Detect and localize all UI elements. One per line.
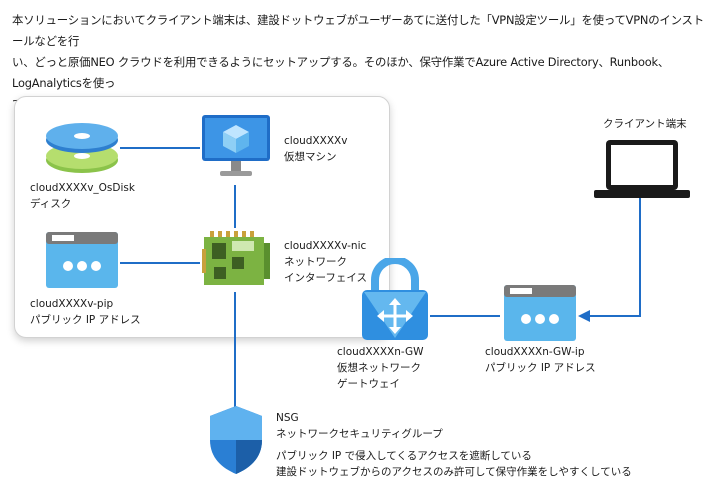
gwip-desc: パブリック IP アドレス bbox=[485, 362, 596, 374]
disk-node bbox=[42, 118, 122, 182]
client-label: クライアント端末 bbox=[603, 118, 687, 130]
virtual-machine-icon bbox=[202, 115, 270, 176]
public-ip-icon bbox=[46, 232, 118, 288]
gwip-node bbox=[502, 283, 578, 347]
nic-node bbox=[202, 229, 272, 295]
nic-name: cloudXXXXv-nic bbox=[284, 240, 367, 252]
vm-desc: 仮想マシン bbox=[284, 151, 337, 163]
disk-icon bbox=[46, 123, 118, 173]
vm-node bbox=[200, 113, 272, 187]
intro-line-2: い、どっと原価NEO クラウドを利用できるようにセットアップする。そのほか、保守… bbox=[12, 55, 670, 90]
pip-name: cloudXXXXv-pip bbox=[30, 298, 114, 310]
gwip-label: cloudXXXXn-GW-ip パブリック IP アドレス bbox=[485, 344, 596, 376]
intro-text: 本ソリューションにおいてクライアント端末は、建設ドットウェブがユーザーあてに送付… bbox=[12, 10, 712, 115]
vm-label: cloudXXXXv 仮想マシン bbox=[284, 133, 347, 165]
pip-desc: パブリック IP アドレス bbox=[30, 314, 141, 326]
pip-label: cloudXXXXv-pip パブリック IP アドレス bbox=[30, 296, 141, 328]
gw-node bbox=[358, 256, 432, 346]
nsg-note-2: 建設ドットウェブからのアクセスのみ許可して保守作業をしやすくしている bbox=[276, 466, 632, 478]
shield-icon bbox=[210, 406, 262, 474]
disk-label: cloudXXXXv_OsDisk ディスク bbox=[30, 180, 135, 212]
client-node bbox=[592, 138, 692, 206]
nic-desc-2: インターフェイス bbox=[284, 272, 368, 284]
nsg-name: NSG bbox=[276, 412, 299, 424]
laptop-icon bbox=[594, 140, 690, 198]
arrow-head bbox=[578, 310, 590, 322]
vpn-gateway-icon bbox=[362, 256, 428, 340]
public-ip-icon bbox=[504, 285, 576, 341]
nsg-notes: パブリック IP で侵入してくるアクセスを遮断している 建設ドットウェブからのア… bbox=[276, 448, 632, 480]
gw-name: cloudXXXXn-GW bbox=[337, 346, 424, 358]
gwip-name: cloudXXXXn-GW-ip bbox=[485, 346, 585, 358]
network-interface-icon bbox=[202, 231, 270, 285]
nsg-node bbox=[206, 404, 266, 480]
disk-name: cloudXXXXv_OsDisk bbox=[30, 182, 135, 194]
pip-node bbox=[44, 230, 120, 294]
nic-desc-1: ネットワーク bbox=[284, 256, 347, 268]
connector-client-gwip bbox=[585, 198, 641, 317]
disk-desc: ディスク bbox=[30, 198, 72, 210]
gw-desc-1: 仮想ネットワーク bbox=[337, 362, 421, 374]
nsg-note-1: パブリック IP で侵入してくるアクセスを遮断している bbox=[276, 450, 532, 462]
nsg-label: NSG ネットワークセキュリティグループ bbox=[276, 410, 443, 442]
intro-line-1: 本ソリューションにおいてクライアント端末は、建設ドットウェブがユーザーあてに送付… bbox=[12, 13, 704, 48]
vm-name: cloudXXXXv bbox=[284, 135, 348, 147]
nic-label: cloudXXXXv-nic ネットワーク インターフェイス bbox=[284, 238, 367, 286]
gw-label: cloudXXXXn-GW 仮想ネットワーク ゲートウェイ bbox=[337, 344, 424, 392]
gw-desc-2: ゲートウェイ bbox=[337, 378, 400, 390]
nsg-desc: ネットワークセキュリティグループ bbox=[276, 428, 443, 440]
